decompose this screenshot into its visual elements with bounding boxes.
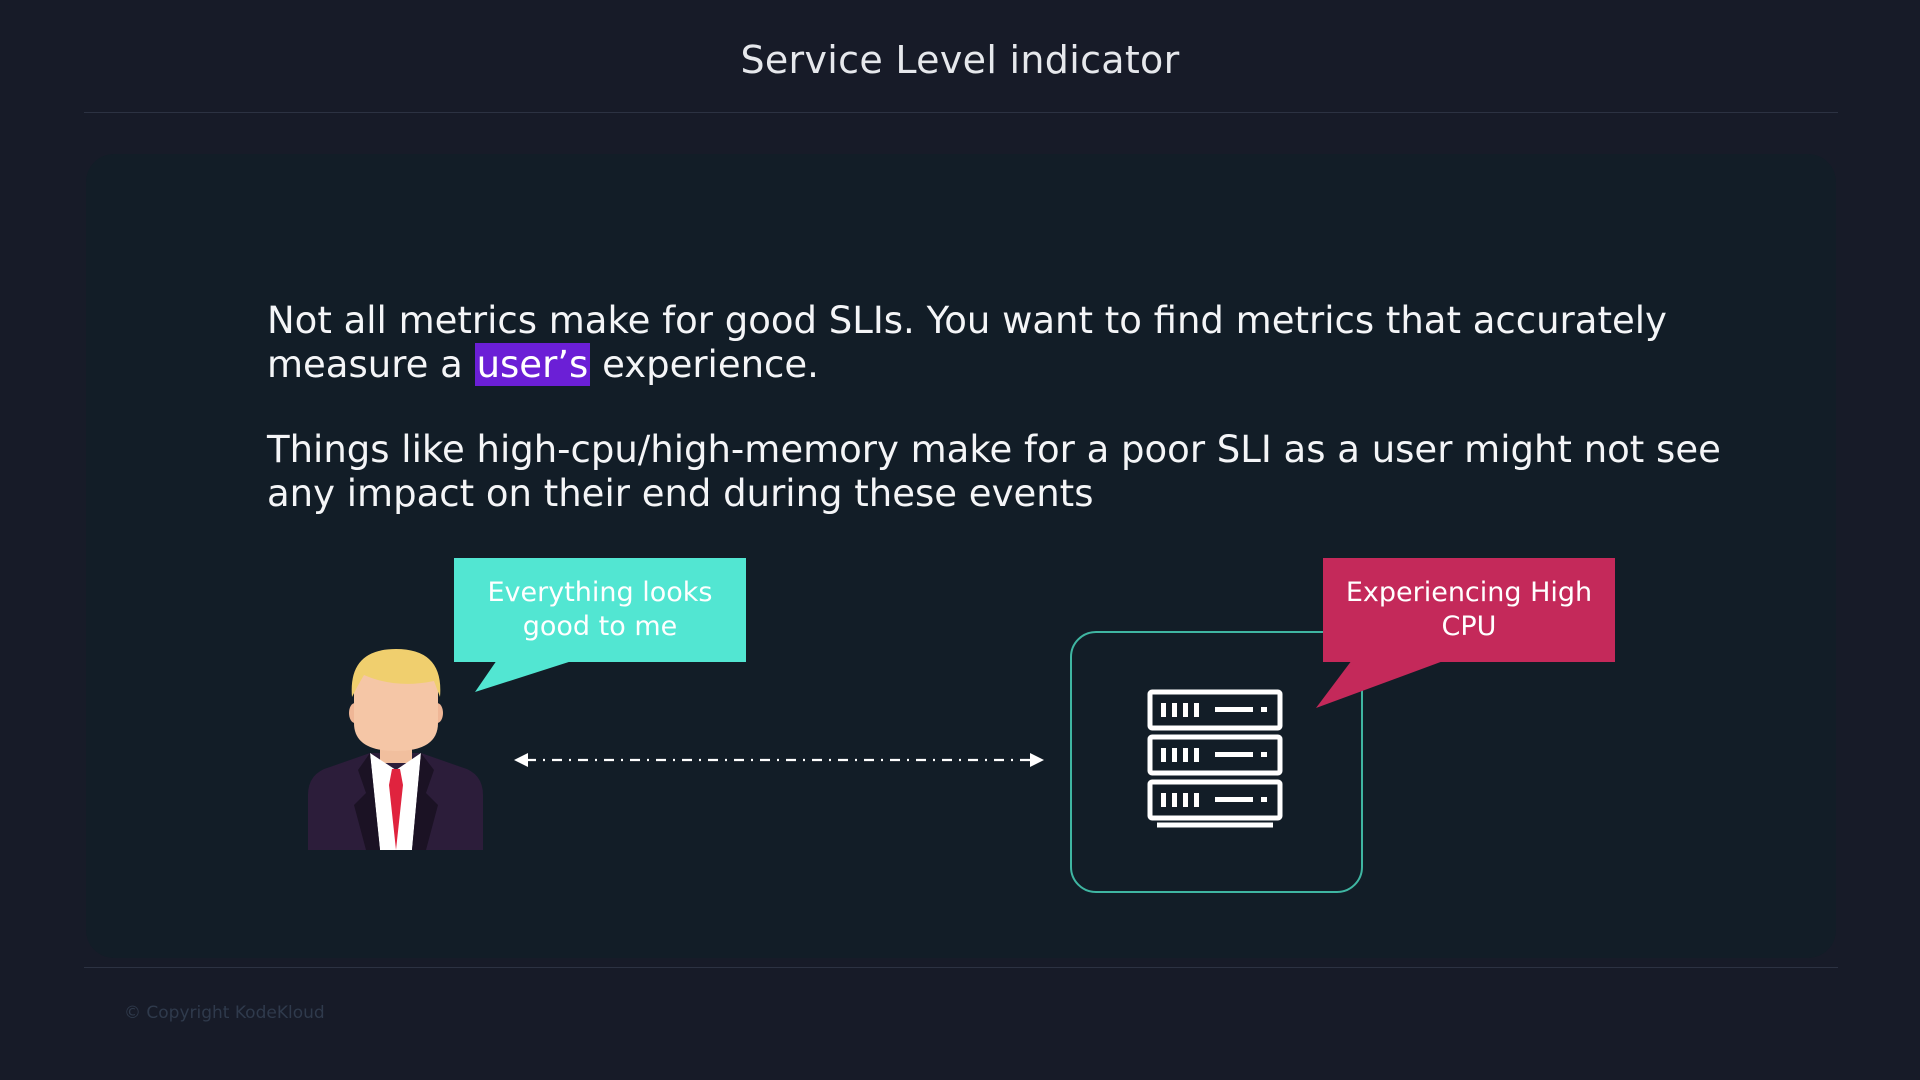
copyright-notice: © Copyright KodeKloud — [124, 1003, 325, 1023]
server-bubble-tail — [1316, 660, 1446, 708]
bottom-divider — [84, 967, 1838, 968]
slide-title: Service Level indicator — [740, 38, 1180, 82]
paragraph-metrics-end: experience. — [590, 343, 819, 386]
highlighted-word: user’s — [474, 343, 591, 386]
paragraph-metrics-start: Not all metrics make for good SLIs. You … — [267, 299, 1667, 386]
user-bubble-tail — [475, 660, 575, 692]
dashed-double-arrow-icon — [514, 753, 1044, 767]
businessman-avatar-icon — [308, 649, 483, 850]
user-speech-bubble: Everything looks good to me — [454, 558, 746, 662]
server-frame — [1070, 631, 1363, 893]
paragraph-cpu-memory: Things like high-cpu/high-memory make fo… — [267, 428, 1721, 515]
server-speech-bubble: Experiencing High CPU — [1323, 558, 1615, 662]
top-divider — [84, 112, 1838, 113]
paragraph-metrics: Not all metrics make for good SLIs. You … — [267, 299, 1767, 387]
server-rack-icon — [1147, 689, 1283, 828]
